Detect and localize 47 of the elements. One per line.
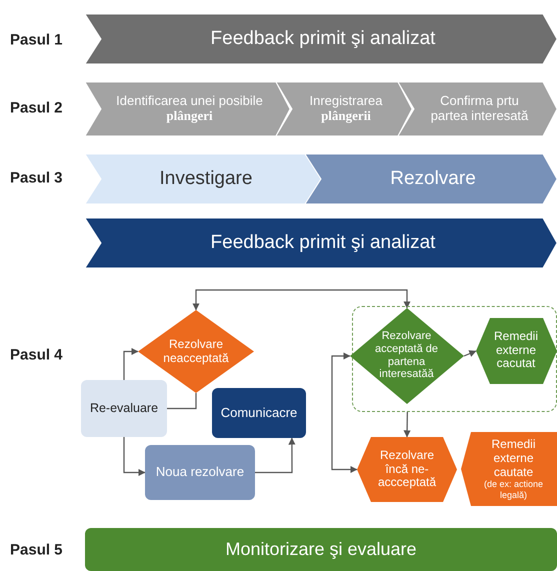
step-banner: [85, 154, 323, 204]
node-text: Identificarea unei posibile plângeri: [115, 94, 264, 124]
arrow: [123, 437, 146, 476]
step-label: Pasul 3: [10, 170, 63, 186]
process-box: [145, 445, 255, 500]
arrow: [167, 393, 197, 410]
arrow: [123, 348, 138, 380]
node-text: Noua rezolvare: [156, 465, 244, 480]
node-text: Re-evaluare: [90, 401, 158, 416]
step-banner: [85, 82, 290, 136]
step-label: Pasul 4: [10, 346, 63, 364]
step-label: Pasul 1: [10, 32, 63, 48]
node-text: Feedback primit şi analizat: [210, 232, 436, 254]
node-text: Monitorizare şi evaluare: [225, 539, 417, 560]
phase-bar: [85, 528, 557, 571]
arrow: [255, 438, 296, 474]
step-label: Pasul 2: [10, 100, 63, 116]
arrow: [404, 412, 411, 438]
node-text: Feedback primit şi analizat: [210, 28, 436, 50]
node-text: Rezolvare încă ne-accceptată: [376, 448, 438, 490]
arrow: [192, 289, 411, 310]
step-banner: [305, 154, 557, 204]
node-text: Inregistrarea plângerii: [308, 94, 384, 124]
outcome-hexagon: [357, 437, 457, 502]
node-text: Remedii externe cautate: [490, 438, 536, 480]
node-text: Comunicacre: [220, 406, 298, 420]
arrow: [331, 410, 358, 474]
step-banner: [398, 82, 557, 136]
decision-diamond: [138, 310, 254, 393]
process-box: [212, 388, 306, 438]
node-text: Rezolvare neacceptată: [162, 338, 230, 366]
outcome-hexagon: [476, 318, 556, 384]
decision-diamond: [350, 308, 464, 404]
node-text: Rezolvare acceptată de partena interesatăă: [374, 330, 439, 381]
node-text: Rezolvare: [390, 168, 476, 190]
arrow: [464, 350, 476, 357]
dashed-group-box: [352, 306, 557, 412]
step-label: Pasul 5: [10, 542, 63, 558]
arrow: [331, 352, 350, 410]
step-banner: [85, 218, 557, 268]
node-text: Confirma prtu partea interesată: [430, 94, 530, 124]
step-banner: [85, 14, 557, 64]
node-text: Remedii externe cacutat: [492, 330, 539, 372]
outcome-box: [461, 432, 557, 506]
node-text: Investigare: [160, 168, 252, 190]
process-box: [81, 380, 167, 437]
example-note: (de ex: actione legală): [482, 479, 544, 500]
